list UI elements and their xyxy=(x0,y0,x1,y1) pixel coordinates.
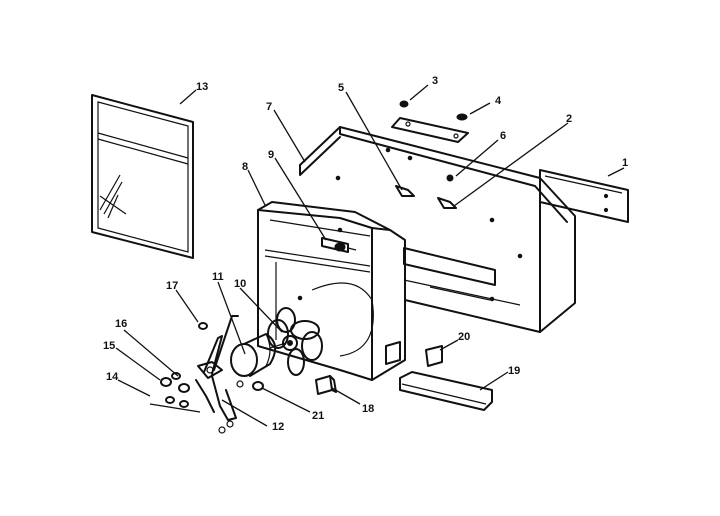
callout-labels: 1 2 3 4 5 6 7 8 9 10 11 12 13 15 14 16 1… xyxy=(103,75,628,433)
callout-5: 5 xyxy=(338,82,344,94)
callout-21: 21 xyxy=(312,410,324,422)
callout-14: 14 xyxy=(106,371,119,383)
callout-19: 19 xyxy=(508,365,520,377)
callout-18: 18 xyxy=(362,403,374,415)
callout-10: 10 xyxy=(234,278,246,290)
gasket-plate-part xyxy=(391,113,469,143)
callout-17: 17 xyxy=(166,280,178,292)
fan-blade-part xyxy=(267,307,323,376)
nut-part xyxy=(399,100,409,108)
callout-16: 16 xyxy=(115,318,127,330)
callout-20: 20 xyxy=(458,331,470,343)
screw-part xyxy=(198,322,208,330)
callout-12: 12 xyxy=(272,421,284,433)
leader-lines xyxy=(115,84,625,427)
back-panel-part xyxy=(539,169,629,223)
callout-13: 13 xyxy=(196,81,208,93)
capacitor-part xyxy=(321,237,357,253)
motor-bracket-part xyxy=(195,315,244,434)
callout-9: 9 xyxy=(268,149,274,161)
filter-frame-part xyxy=(91,94,194,259)
mounting-brackets-part xyxy=(395,174,457,209)
washer-part xyxy=(252,381,264,391)
clip-part xyxy=(425,345,443,367)
callout-3: 3 xyxy=(432,75,438,87)
callout-7: 7 xyxy=(266,101,272,113)
callout-2: 2 xyxy=(566,113,572,125)
tray-part xyxy=(399,371,493,411)
main-housing-part xyxy=(299,126,576,333)
callout-15: 15 xyxy=(103,340,115,352)
callout-8: 8 xyxy=(242,161,248,173)
switch-part xyxy=(315,375,337,395)
callout-6: 6 xyxy=(500,130,506,142)
hardware-part xyxy=(149,372,201,413)
callout-11: 11 xyxy=(212,271,224,283)
callout-1: 1 xyxy=(622,157,628,169)
motor-part xyxy=(230,333,287,377)
callout-4: 4 xyxy=(495,95,502,107)
blower-housing-part xyxy=(257,201,406,381)
